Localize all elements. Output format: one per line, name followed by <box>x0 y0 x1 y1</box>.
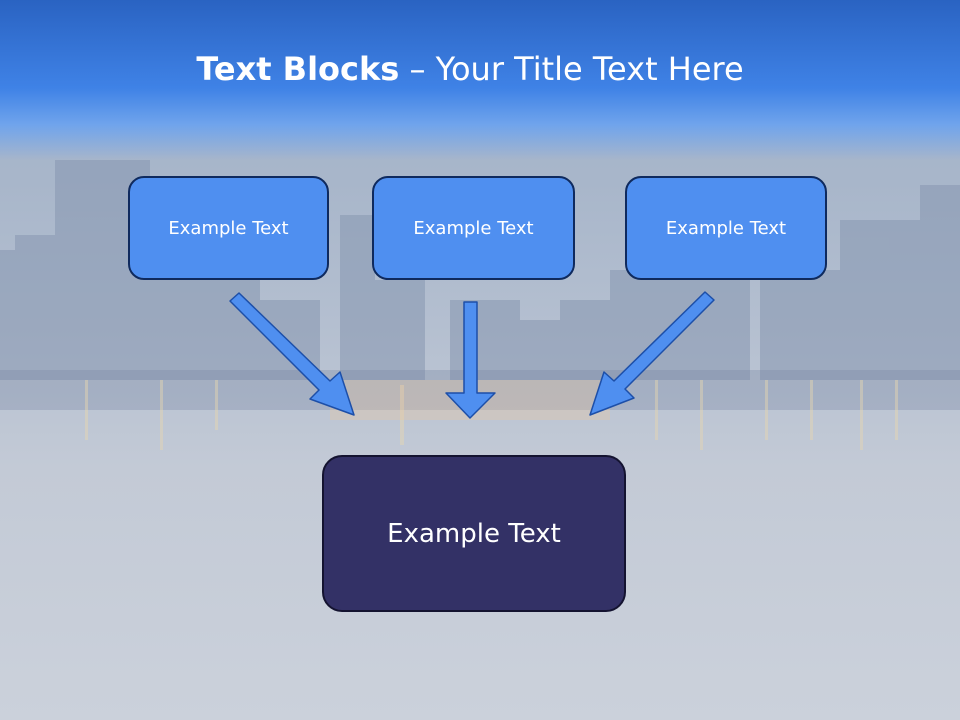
slide-title-bold: Text Blocks <box>196 50 400 88</box>
slide-title-rest: Your Title Text Here <box>435 50 744 88</box>
slide-title-dash: – <box>399 50 436 88</box>
header-band <box>0 0 960 160</box>
text-block-1[interactable]: Example Text <box>128 176 329 280</box>
text-block-3[interactable]: Example Text <box>625 176 827 280</box>
text-block-2[interactable]: Example Text <box>372 176 575 280</box>
arrow-down <box>445 301 496 419</box>
arrow-left-down-right <box>229 292 355 416</box>
arrow-right-down-left <box>589 291 715 416</box>
main-text-block[interactable]: Example Text <box>322 455 626 612</box>
slide-title: Text Blocks – Your Title Text Here <box>0 50 940 88</box>
